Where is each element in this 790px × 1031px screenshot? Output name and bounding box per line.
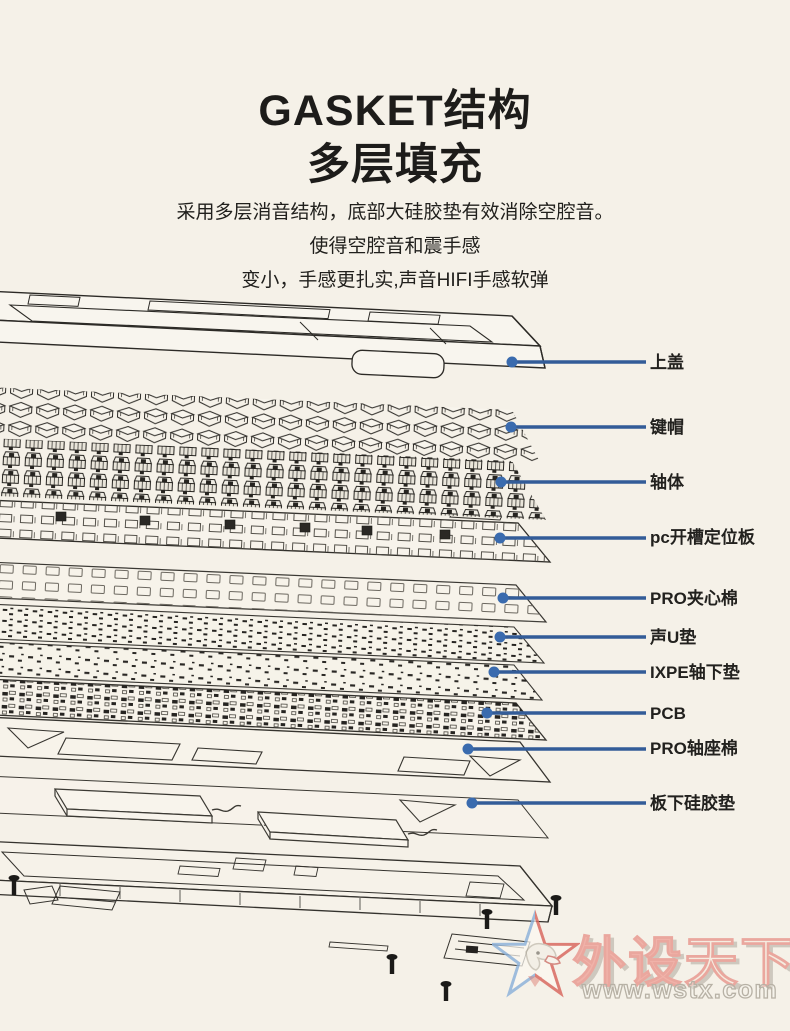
stabilizer-stubs (55, 511, 451, 540)
screw-icon (8, 875, 562, 1001)
pc-plate-layer (0, 499, 552, 563)
label-top-case: 上盖 (650, 353, 684, 372)
description-line3: 变小，手感更扎实,声音HIFI手感软弹 (241, 270, 549, 291)
sandwich-foam-layer (0, 561, 548, 623)
description-line1: 采用多层消音结构，底部大硅胶垫有效消除空腔音。 (176, 202, 614, 223)
label-silicone-pad: 板下硅胶垫 (650, 794, 735, 813)
keycap-layer (0, 387, 540, 462)
ixpe-pad-layer (0, 642, 544, 701)
silicone-pad-layer (0, 776, 550, 848)
label-ixpe-pad: IXPE轴下垫 (650, 663, 740, 682)
sound-pad-layer (0, 604, 546, 664)
star-eagle-icon (492, 909, 580, 998)
label-sound-pad: 声U垫 (650, 628, 697, 647)
page-title: GASKET结构 多层填充 (0, 84, 790, 192)
page-description: 采用多层消音结构，底部大硅胶垫有效消除空腔音。 使得空腔音和震手感 变小，手感更… (0, 196, 790, 298)
switch-seat-foam-layer (0, 717, 552, 783)
page-title-line1: GASKET结构 (258, 87, 532, 135)
label-keycaps: 键帽 (650, 418, 684, 437)
leader-lines (462, 356, 646, 809)
bottom-case-layer (0, 841, 554, 967)
label-pcb: PCB (650, 704, 686, 723)
label-sandwich-foam: PRO夹心棉 (650, 589, 738, 608)
watermark-brand-part1: 外设 (572, 933, 684, 994)
watermark-url: www.wstx.com (581, 975, 779, 1004)
switch-layer (0, 438, 546, 520)
watermark-brand: 外设天下 (572, 918, 790, 997)
top-case-layer (0, 291, 546, 379)
label-switches: 轴体 (650, 473, 684, 492)
description-line2: 使得空腔音和震手感 (309, 236, 481, 257)
label-seat-foam: PRO轴座棉 (650, 739, 738, 758)
page-title-line2: 多层填充 (307, 141, 483, 189)
watermark-brand-part2: 天下 (684, 933, 790, 994)
label-pc-plate: pc开槽定位板 (650, 528, 755, 547)
pcb-layer (0, 678, 548, 741)
